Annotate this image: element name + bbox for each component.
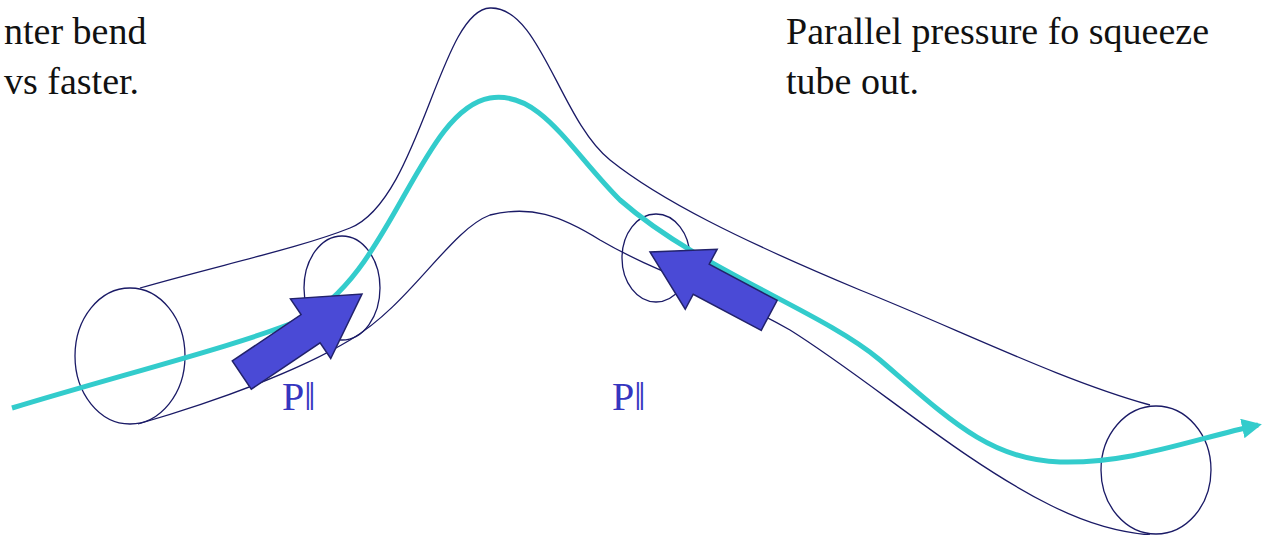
tube-upper-edge (140, 8, 1150, 405)
field-line (12, 97, 1258, 462)
annotation-text: Parallel pressure fo squeeze tube out. (786, 6, 1211, 106)
pressure-arrow (634, 222, 785, 345)
tube-left-end (75, 288, 185, 424)
pressure-label: P‖ (612, 372, 645, 422)
tube-right-end (1101, 406, 1211, 534)
pressure-label: P‖ (282, 372, 315, 422)
tube-lower-edge (138, 211, 1150, 535)
annotation-text: nter bend vs faster. (4, 6, 182, 106)
